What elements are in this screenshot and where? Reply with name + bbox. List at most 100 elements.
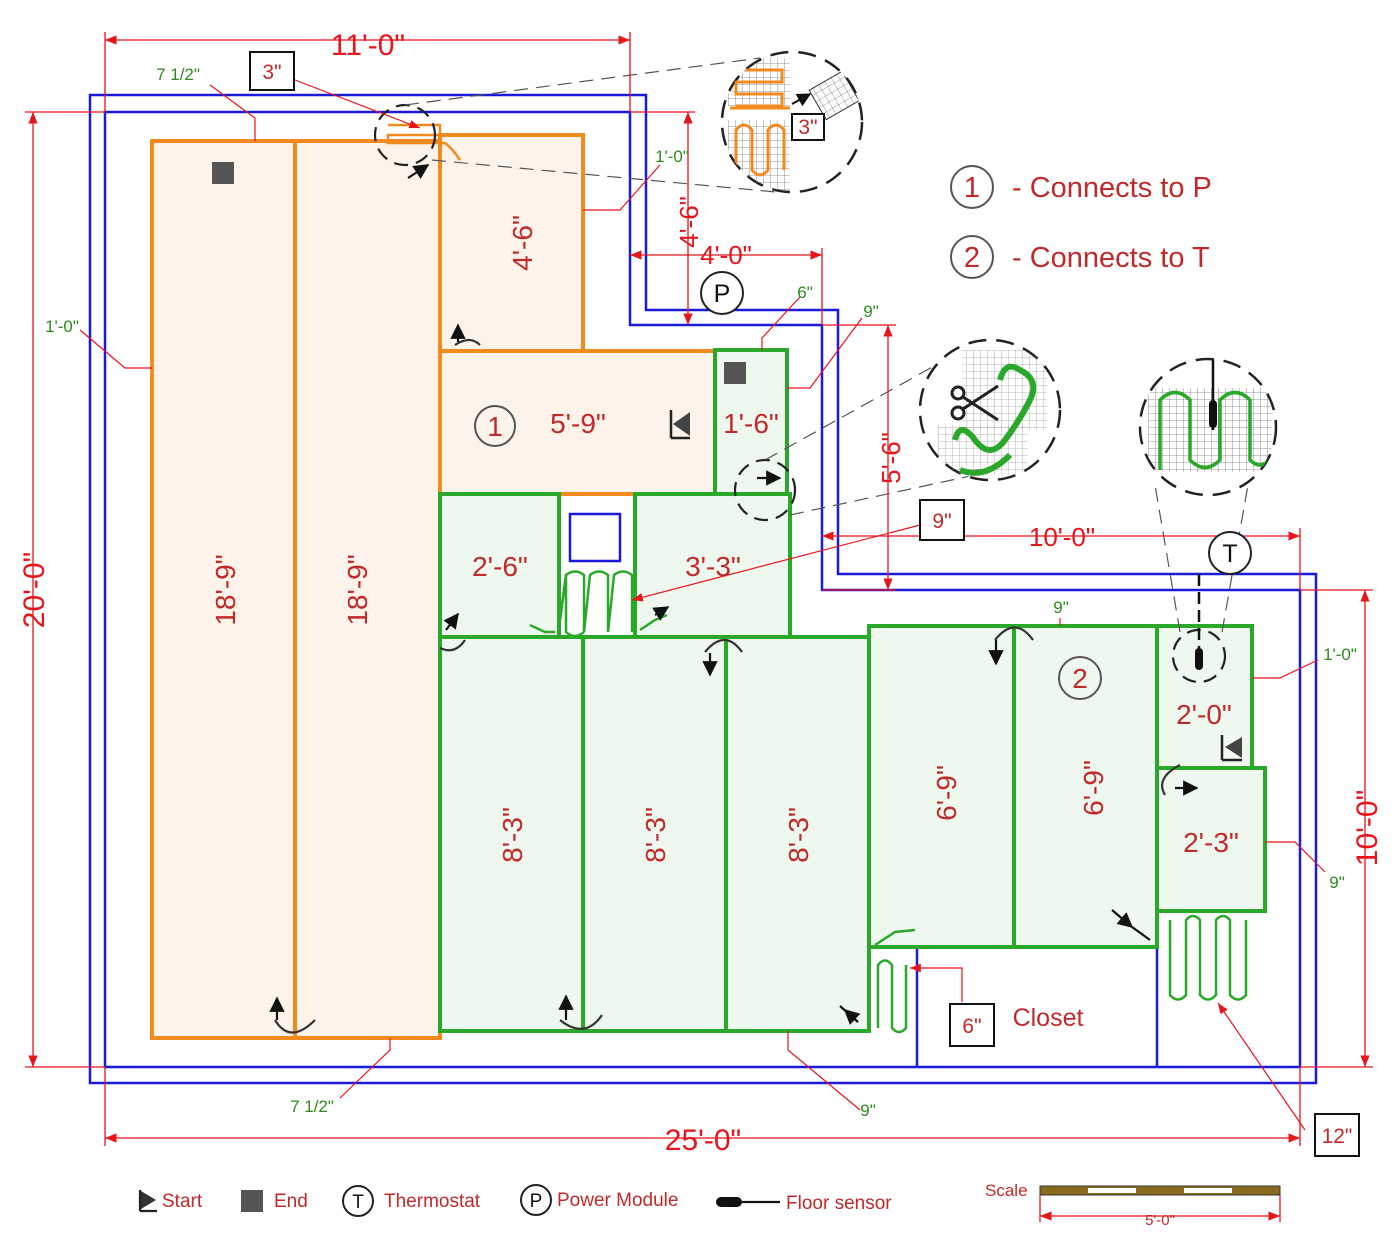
offset-bottom-left: 7 1/2" [290,1097,334,1116]
svg-text:3": 3" [262,61,281,84]
offset-notch-top: 1'-0" [655,147,689,166]
walls [88,93,1318,1085]
dim-notch-height: 4'-6" [674,196,704,248]
marker-one: 1 [474,405,516,447]
room-label-green-h: 6'-9" [1078,760,1109,816]
offset-bottom-nine: 9" [860,1101,876,1120]
zoom-3in-label: 3" [798,116,817,139]
room-label-closet: Closet [1013,1004,1084,1032]
legend-start-label: Start [162,1191,203,1212]
note-one: 1 - Connects to P [950,165,1212,209]
mat-green-b [438,492,561,639]
room-label-green-e: 8'-3" [640,807,671,863]
legend-start-icon [138,1190,157,1213]
svg-text:T: T [1222,540,1237,568]
svg-text:2: 2 [964,242,980,274]
room-label-orange-b: 18'-9" [342,554,373,625]
svg-text:P: P [714,280,731,308]
dim-bottom-width: 25'-0" [665,1124,741,1157]
dim-top-width: 11'-0" [331,29,405,62]
dimension-lines [25,32,1373,1146]
legend-end-label: End [274,1191,308,1212]
room-label-green-i: 2'-0" [1176,699,1232,730]
offset-nine-a: 9" [863,302,879,321]
legend-end-icon [241,1190,263,1212]
power-module-icon: P [700,271,744,315]
room-label-green-a: 1'-6" [723,408,779,439]
mat-orange-b [293,139,442,1040]
svg-text:P: P [530,1191,543,1212]
mat-green-g [867,624,1016,949]
zoom-detail-cable-join: 3" [720,50,864,194]
legend-sensor-label: Floor sensor [786,1193,892,1214]
scale-length: 5'-0" [1145,1212,1175,1229]
mat-orange-a [150,139,297,1040]
room-label-green-c: 3'-3" [685,551,741,582]
legend-thermostat-icon: T [342,1185,374,1217]
legend-power-label: Power Module [557,1190,678,1211]
legend-sensor-icon [716,1197,780,1207]
zoom-detail-floor-sensor [1138,357,1278,497]
scale-label: Scale [985,1181,1028,1200]
end-marker-orange [212,162,234,184]
mat-green-a [713,348,789,496]
legend-thermostat-label: Thermostat [384,1191,481,1212]
turn-arrows [269,164,1199,1034]
callout-box-top: 3" [249,51,295,91]
svg-text:2: 2 [1072,663,1088,694]
room-label-green-d: 8'-3" [497,807,528,863]
room-label-green-b: 2'-6" [472,551,528,582]
room-label-green-j: 2'-3" [1183,827,1239,858]
zoom-detail-cut-mesh [918,338,1062,482]
dim-left-height: 20'-0" [18,552,51,628]
legend-power-icon: P [520,1184,552,1216]
offset-right-nine: 9" [1329,873,1345,892]
offset-nine-b: 9" [1053,598,1069,617]
thermostat-icon: T [1208,531,1252,575]
mat-green-e [581,635,728,1033]
mat-orange-c [438,133,585,353]
svg-text:1: 1 [964,172,980,204]
end-marker-green [724,362,746,384]
note-two: 2 - Connects to T [950,235,1210,279]
offset-notch-six: 6" [797,283,813,302]
room-label-orange-d: 5'-9" [550,408,606,439]
mat-green-j [1155,766,1267,913]
svg-text:T: T [352,1192,364,1213]
callout-box-bottom-right: 12" [1314,1113,1360,1157]
offset-left: 1'-0" [45,317,79,336]
callout-box-middle: 9" [919,499,965,541]
dim-step-height: 5'-6" [876,432,906,484]
svg-text:12": 12" [1322,1125,1353,1148]
mat-green-f [724,635,871,1033]
mat-green-d [438,635,585,1033]
mat-green-h [1012,624,1159,949]
legend: Start End T Thermostat P Power Module Fl… [138,1184,892,1217]
scissors-icon [950,384,999,422]
offset-right: 1'-0" [1323,645,1357,664]
scale-bar: Scale 5'-0" [985,1181,1281,1229]
callout-box-closet: 6" [949,1003,995,1047]
offset-leaders [79,79,1326,1131]
cable-top [386,123,462,161]
dim-lower-width: 10'-0" [1029,522,1095,552]
orange-mats [150,133,717,1040]
floor-sensor-plan [1195,574,1203,670]
start-marker-2 [1220,735,1242,762]
room-label-orange-a: 18'-9" [210,554,241,625]
start-marker-1 [669,410,690,440]
green-mats [438,348,1267,1033]
marker-two: 2 [1058,656,1102,700]
room-label-green-f: 8'-3" [783,807,814,863]
svg-text:- Connects to P: - Connects to P [1012,172,1212,204]
room-label-orange-c: 4'-6" [507,215,538,271]
svg-text:9": 9" [932,510,951,533]
floor-obstacle [568,512,622,563]
svg-text:- Connects to T: - Connects to T [1012,242,1210,274]
svg-text:6": 6" [962,1015,981,1038]
dim-notch-width: 4'-0" [700,240,752,270]
offset-top-left: 7 1/2" [156,65,200,84]
dim-right-height: 10'-0" [1351,790,1384,866]
svg-text:1: 1 [487,411,503,442]
